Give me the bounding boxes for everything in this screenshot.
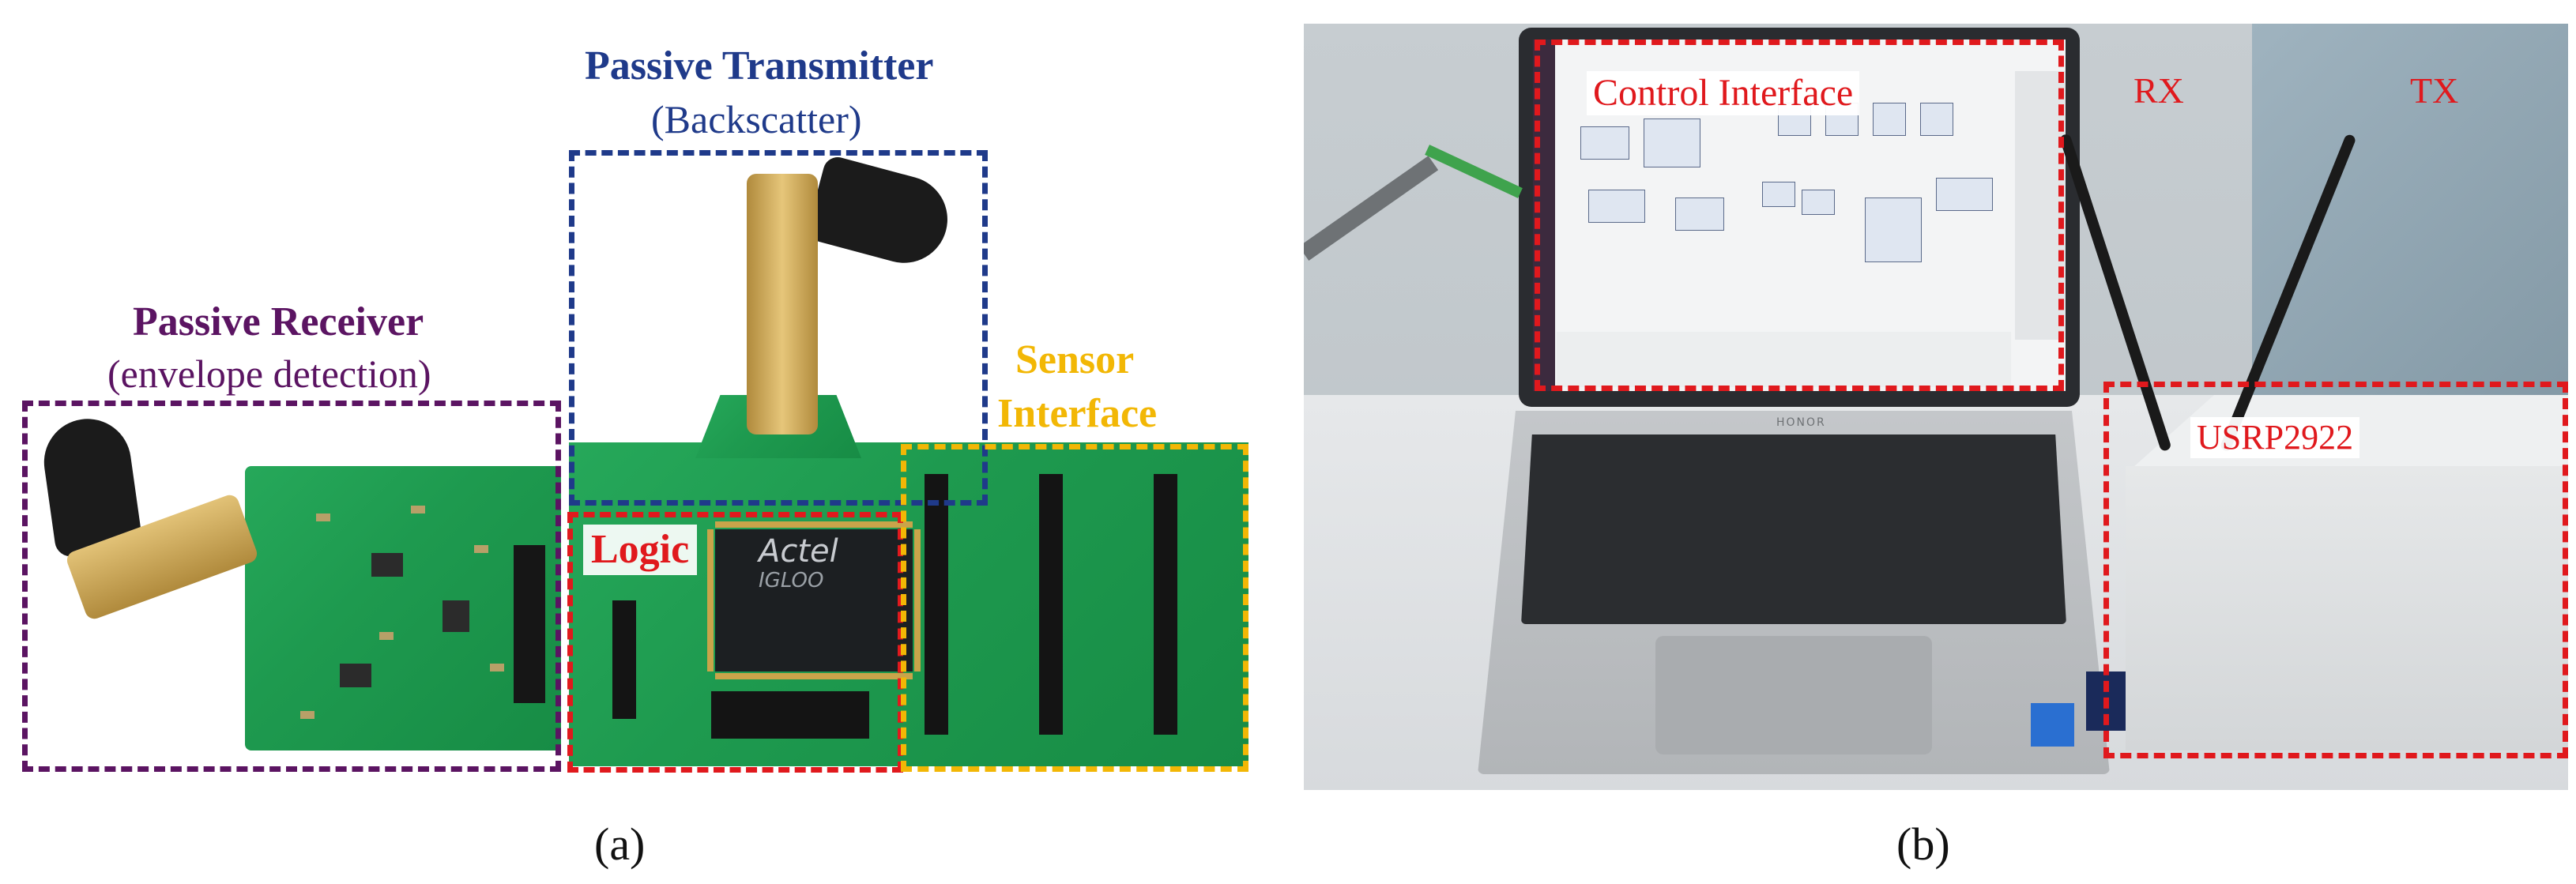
logic-pin-header <box>711 691 869 739</box>
receiver-header <box>514 545 545 703</box>
logic-side-header <box>612 600 636 719</box>
usrp-box <box>2103 382 2568 758</box>
logic-label: Logic <box>583 525 698 575</box>
receiver-chip <box>371 553 403 577</box>
flowgraph-block <box>1920 103 1953 136</box>
receiver-pcb <box>245 466 561 750</box>
rx-label: RX <box>2133 70 2184 111</box>
flowgraph-console <box>1557 332 2011 387</box>
receiver-component <box>300 711 314 719</box>
logic-box <box>567 512 903 773</box>
fpga-chip <box>715 529 913 671</box>
laptop-sticker <box>2031 703 2074 747</box>
flowgraph-block <box>1936 178 1993 211</box>
receiver-component <box>316 513 330 521</box>
passive-transmitter-box <box>569 150 988 506</box>
sensor-header-2 <box>1039 474 1063 735</box>
fpga-pins-top <box>715 521 913 528</box>
sensor-header-3 <box>1154 474 1177 735</box>
receiver-component <box>411 506 425 513</box>
panel-b-caption: (b) <box>1896 818 1950 870</box>
sensor-header-1 <box>925 474 948 735</box>
receiver-chip <box>340 664 371 687</box>
sensor-interface-label-line2: Interface <box>997 391 1158 436</box>
usrp-label: USRP2922 <box>2190 417 2360 458</box>
sensor-interface-box <box>901 444 1248 772</box>
transmitter-sma-connector <box>747 174 818 434</box>
flowgraph-block <box>1865 197 1922 262</box>
fpga-pins-left <box>707 529 714 671</box>
laptop-keyboard <box>1521 434 2066 624</box>
panel-a-hardware-photo: Actel IGLOO Passive Transmitter (Backsca… <box>0 0 1264 884</box>
laptop-touchpad <box>1655 636 1932 754</box>
fpga-chip-brand: Actel <box>759 533 838 570</box>
flowgraph-block <box>1675 197 1724 231</box>
usrp-device-front <box>2126 466 2568 750</box>
receiver-chip <box>443 600 469 632</box>
sensor-interface-label-line1: Sensor <box>1015 337 1135 382</box>
fpga-chip-series: IGLOO <box>759 569 824 592</box>
tx-label: TX <box>2410 70 2459 111</box>
receiver-component <box>490 664 504 671</box>
flowgraph-block <box>1580 126 1629 160</box>
passive-transmitter-title: Passive Transmitter <box>585 43 934 88</box>
panel-a-caption: (a) <box>594 818 646 870</box>
flowgraph-block <box>1873 103 1906 136</box>
screen-right-pane <box>2015 71 2066 340</box>
passive-receiver-box <box>22 401 561 772</box>
passive-receiver-title: Passive Receiver <box>133 299 424 344</box>
fpga-pins-right <box>914 529 921 671</box>
panel-b-setup-photo: HONOR Control Interface RX TX USRP2922 <box>1304 24 2568 790</box>
control-interface-box <box>1535 39 2064 391</box>
flowgraph-block <box>1588 190 1645 223</box>
laptop-brand-label: HONOR <box>1776 416 1826 429</box>
fpga-pins-bottom <box>715 673 913 679</box>
flowgraph-block <box>1802 190 1835 215</box>
receiver-component <box>474 545 488 553</box>
receiver-component <box>379 632 394 640</box>
passive-transmitter-subtitle: (Backscatter) <box>651 97 862 141</box>
passive-receiver-subtitle: (envelope detection) <box>107 352 431 396</box>
flowgraph-block <box>1762 182 1795 207</box>
control-interface-label: Control Interface <box>1587 71 1860 115</box>
flowgraph-block <box>1644 118 1700 167</box>
